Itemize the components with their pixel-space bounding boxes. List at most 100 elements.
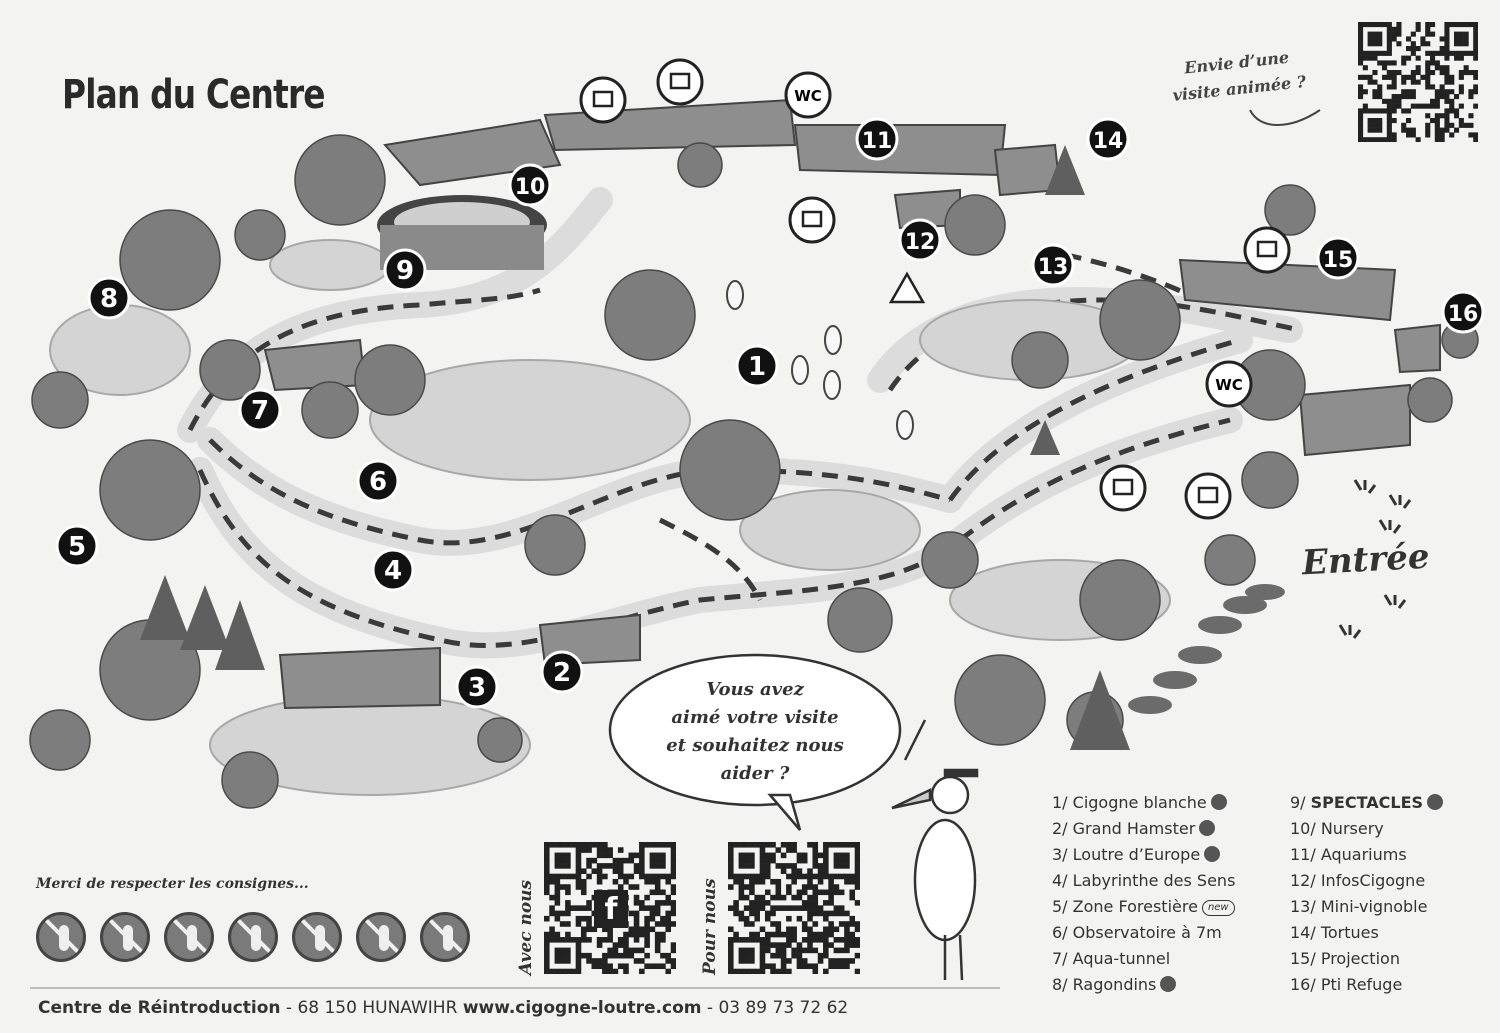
location-marker-2[interactable]: 2 [540,650,584,694]
legend-item-9: 9/ SPECTACLES [1290,790,1444,816]
footer-address: - 68 150 HUNAWIHR [280,998,463,1018]
cafe-icon [656,58,704,106]
legend-item-14: 14/ Tortues [1290,923,1379,942]
facebook-icon: f [594,890,628,928]
location-marker-10[interactable]: 10 [508,163,552,207]
gift-shop-icon [579,76,627,124]
legend-item-11: 11/ Aquariums [1290,845,1407,864]
show-icon [1210,794,1227,810]
qr-code-pattern [1358,22,1479,143]
legend-item-16: 16/ Pti Refuge [1290,975,1403,994]
qr-code-visit[interactable] [1358,22,1479,144]
location-marker-6[interactable]: 6 [356,459,400,503]
location-marker-9[interactable]: 9 [383,248,427,292]
show-icon [1160,976,1177,992]
speech-bubble-text: Vous avez aimé votre visite et souhaitez… [630,676,880,788]
wc-label: WC [794,87,822,105]
location-marker-16[interactable]: 16 [1441,290,1485,334]
legend-item-13: 13/ Mini-vignoble [1290,897,1428,916]
location-marker-7[interactable]: 7 [238,388,282,432]
location-marker-label: 5 [68,532,86,562]
location-marker-1[interactable]: 1 [735,344,779,388]
legend-item-8: 8/ Ragondins [1052,972,1235,998]
bubble-line3: et souhaitez nous [666,735,844,756]
no-noise-icon [164,912,214,962]
legend-item-1: 1/ Cigogne blanche [1052,790,1235,816]
stork-mascot [891,719,979,981]
location-marker-5[interactable]: 5 [55,524,99,568]
speech-bubble [608,653,902,831]
footer-name: Centre de Réintroduction [38,998,281,1018]
location-marker-label: 3 [468,673,486,703]
legend-item-3: 3/ Loutre d’Europe [1052,842,1235,868]
location-marker-13[interactable]: 13 [1031,243,1075,287]
footer-website[interactable]: www.cigogne-loutre.com [462,998,702,1018]
playground-icon [1184,472,1232,520]
trees [29,134,1479,809]
arrow-icon [1249,109,1321,126]
footer: Centre de Réintroduction - 68 150 HUNAWI… [38,998,848,1018]
qr-code-pattern [728,842,861,975]
roadworks-icon [888,271,926,304]
qr-code-tripadvisor[interactable] [728,842,863,975]
legend-item-10: 10/ Nursery [1290,819,1384,838]
legend-item-7: 7/ Aqua-tunnel [1052,949,1171,968]
qr-code-facebook[interactable]: f [544,842,677,975]
location-marker-8[interactable]: 8 [87,276,131,320]
footprints-icon [1338,479,1412,639]
pine-trees [140,145,1130,750]
location-marker-label: 9 [396,256,414,286]
location-marker-11[interactable]: 11 [855,117,899,161]
stork-figures [726,280,914,440]
rules-heading: Merci de respecter les consignes... [36,876,309,892]
bubble-line4: aider ? [720,763,790,784]
qr-label-facebook: Avec nous [516,879,536,975]
location-marker-label: 7 [251,396,269,426]
picnic-table-icon [788,196,836,244]
location-marker-14[interactable]: 14 [1086,117,1130,161]
location-marker-label: 8 [100,284,118,314]
location-marker-label: 10 [515,175,546,200]
no-dogs-icon [420,912,470,962]
location-marker-label: 6 [369,467,387,497]
wc-icon: WC [1205,360,1253,408]
rules-icons [36,912,470,962]
no-feeding-icon [100,912,150,962]
show-icon [1427,794,1444,810]
new-badge: new [1201,900,1235,916]
footer-phone: - 03 89 73 72 62 [701,998,849,1018]
location-marker-15[interactable]: 15 [1316,236,1360,280]
location-marker-3[interactable]: 3 [455,665,499,709]
wc-icon: WC [784,71,832,119]
location-marker-4[interactable]: 4 [371,548,415,592]
show-icon [1204,846,1221,862]
location-marker-label: 2 [553,658,571,688]
location-marker-label: 16 [1448,302,1479,327]
legend-item-4: 4/ Labyrinthe des Sens [1052,871,1236,890]
location-marker-label: 14 [1093,129,1124,154]
location-marker-label: 4 [384,556,402,586]
legend-item-6: 6/ Observatoire à 7m [1052,923,1222,942]
picnic-table-icon [1099,464,1147,512]
bubble-line1: Vous avez [706,679,804,700]
qr-code-pattern [544,842,677,975]
location-marker-12[interactable]: 12 [898,218,942,262]
location-marker-label: 12 [905,230,936,255]
legend-item-15: 15/ Projection [1290,949,1400,968]
legend-right: 9/ SPECTACLES 10/ Nursery 11/ Aquariums … [1290,790,1444,998]
legend-left: 1/ Cigogne blanche 2/ Grand Hamster 3/ L… [1052,790,1235,998]
legend-item-12: 12/ InfosCigogne [1290,871,1426,890]
no-picking-plants-icon [292,912,342,962]
location-marker-label: 15 [1323,248,1354,273]
qr-label-tripadvisor: Pour nous [700,878,720,975]
show-icon [1199,820,1216,836]
parked-cars [1128,584,1285,714]
legend-item-2: 2/ Grand Hamster [1052,816,1235,842]
picnic-table-icon [1243,226,1291,274]
entrance-label: Entrée [1301,536,1431,584]
no-running-icon [36,912,86,962]
location-marker-label: 11 [862,129,893,154]
